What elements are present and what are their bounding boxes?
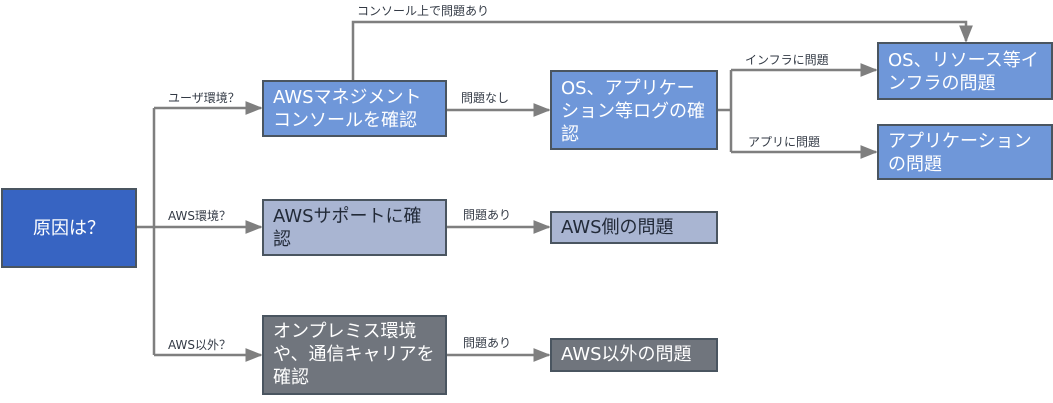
infra-issue-label: OS、リソース等インフラの問題 (888, 50, 1039, 94)
connector-console-problem (351, 20, 973, 80)
console-check-node: AWSマネジメントコンソールを確認 (262, 80, 447, 137)
console-check-label: AWSマネジメントコンソールを確認 (273, 87, 422, 131)
edge-label-app-problem: アプリに問題 (748, 135, 821, 149)
infra-issue-node: OS、リソース等インフラの問題 (877, 42, 1053, 100)
root-node-label: 原因は？ (33, 217, 105, 239)
edge-label-infra-problem: インフラに問題 (745, 53, 829, 67)
non-aws-issue-label: AWS以外の問題 (561, 344, 692, 365)
edge-label-aws-env: AWS環境？ (168, 209, 232, 223)
edge-label-no-problem: 問題なし (461, 91, 510, 105)
aws-side-issue-label: AWS側の問題 (561, 217, 674, 238)
edge-label-user-env: ユーザ環境？ (168, 91, 240, 105)
app-issue-label: アプリケーションの問題 (888, 131, 1032, 175)
os-log-check-label: OS、アプリケーション等ログの確認 (561, 78, 705, 145)
support-check-label: AWSサポートに確認 (273, 206, 422, 250)
edge-label-console-problem: コンソール上で問題あり (357, 4, 490, 18)
os-log-check-node: OS、アプリケーション等ログの確認 (550, 70, 718, 150)
edge-label-problem-support: 問題あり (463, 208, 512, 222)
onprem-check-label: オンプレミス環境や、通信キャリアを確認 (273, 321, 435, 388)
edge-label-non-aws: AWS以外？ (168, 338, 232, 352)
root-node: 原因は？ (1, 188, 137, 268)
non-aws-issue-node: AWS以外の問題 (550, 338, 718, 372)
aws-side-issue-node: AWS側の問題 (550, 211, 718, 244)
edge-label-problem-onprem: 問題あり (463, 336, 512, 350)
support-check-node: AWSサポートに確認 (262, 199, 447, 256)
app-issue-node: アプリケーションの問題 (877, 124, 1053, 180)
onprem-check-node: オンプレミス環境や、通信キャリアを確認 (262, 315, 447, 395)
